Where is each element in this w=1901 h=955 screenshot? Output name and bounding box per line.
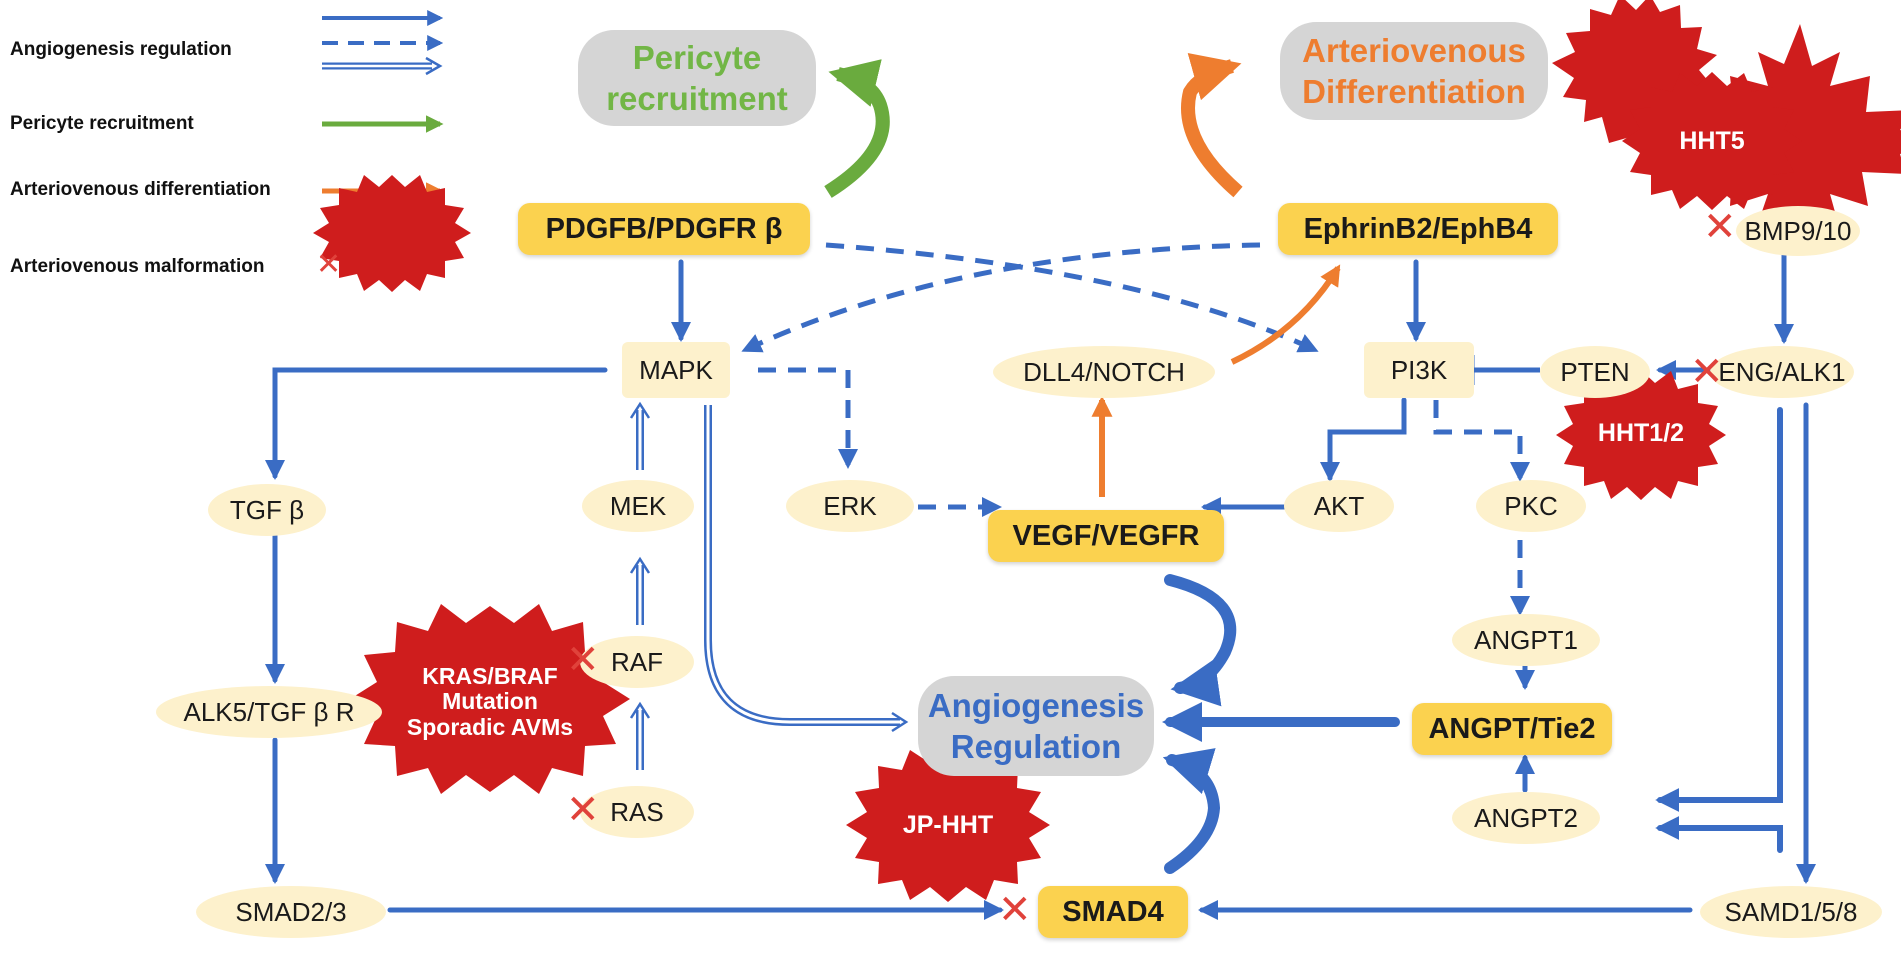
pkc-node: PKC [1476, 480, 1586, 532]
alk5-tgfbr-node: ALK5/TGF β R [156, 686, 382, 738]
eng-alk1-node: ENG/ALK1 [1710, 346, 1854, 398]
av-differentiation-box: Arteriovenous Differentiation [1280, 22, 1548, 120]
kras-badge [350, 604, 630, 794]
kras-braf-label: KRAS/BRAF Mutation Sporadic AVMs [384, 660, 596, 744]
dashed-arrows [741, 242, 1530, 616]
hht5-label: HHT5 [1679, 127, 1745, 156]
legend-badge [313, 175, 471, 292]
hht1-2-badge [1556, 370, 1726, 500]
pdgfb-pdgfrb-box: PDGFB/PDGFR β [518, 203, 810, 255]
pericyte-line2: recruitment [606, 80, 788, 117]
orange-arrows [1091, 53, 1341, 497]
tgfb-node: TGF β [208, 484, 326, 536]
av-line1: Arteriovenous [1302, 31, 1526, 69]
pi3k-node: PI3K [1364, 342, 1474, 398]
ras-node: RAS [580, 786, 694, 838]
ephrinb2-ephb4-box: EphrinB2/EphB4 [1278, 203, 1558, 255]
angpt2-node: ANGPT2 [1452, 792, 1600, 844]
hht1-2-label: HHT1/2 [1597, 419, 1685, 448]
bmp9-10-node: BMP9/10 [1736, 206, 1860, 256]
kras-line3: Sporadic AVMs [406, 713, 574, 740]
samd1-5-8-node: SAMD1/5/8 [1700, 886, 1882, 938]
legend-av-malformation: Arteriovenous malformation [10, 256, 265, 277]
double-arrows [629, 401, 909, 770]
eng-x-icon: ✕ [1690, 349, 1724, 395]
smad2-3-node: SMAD2/3 [196, 886, 386, 938]
legend-angiogenesis: Angiogenesis regulation [10, 39, 232, 60]
solid-arrows [265, 242, 1816, 920]
legend-av-diff: Arteriovenous differentiation [10, 179, 271, 200]
kras-line2: Mutation [442, 688, 538, 715]
raf-node: RAF [580, 636, 694, 688]
dll4-notch-node: DLL4/NOTCH [993, 346, 1215, 398]
legend-arrows [322, 10, 444, 200]
jp-hht-badge [846, 748, 1050, 902]
smad4-box: SMAD4 [1038, 886, 1188, 938]
erk-node: ERK [786, 480, 914, 532]
jp-hht-label: JP-HHT [902, 811, 994, 840]
bmp-x-icon: ✕ [1703, 204, 1737, 250]
angio-line2: Regulation [950, 728, 1122, 765]
ras-x-icon: ✕ [566, 787, 600, 833]
pten-node: PTEN [1540, 346, 1650, 398]
smad4-x-icon: ✕ [998, 887, 1032, 933]
angio-line1: Angiogenesis [927, 686, 1145, 724]
green-arrow [824, 59, 890, 198]
raf-x-icon: ✕ [566, 637, 600, 683]
pericyte-recruitment-box: Pericyte recruitment [578, 30, 816, 126]
legend-pericyte: Pericyte recruitment [10, 113, 194, 134]
vegf-vegfr-box: VEGF/VEGFR [988, 510, 1224, 562]
pericyte-line1: Pericyte [632, 38, 762, 76]
mek-node: MEK [582, 480, 694, 532]
kras-line1: KRAS/BRAF [422, 663, 558, 690]
mapk-node: MAPK [622, 342, 730, 398]
angpt1-node: ANGPT1 [1452, 614, 1600, 666]
hht5-badge [1622, 72, 1802, 210]
legend-x-icon: ✕ [316, 247, 342, 282]
akt-node: AKT [1284, 480, 1394, 532]
angpt-tie2-box: ANGPT/Tie2 [1412, 703, 1612, 755]
angiogenesis-regulation-box: Angiogenesis Regulation [918, 676, 1154, 776]
av-line2: Differentiation [1302, 73, 1526, 110]
